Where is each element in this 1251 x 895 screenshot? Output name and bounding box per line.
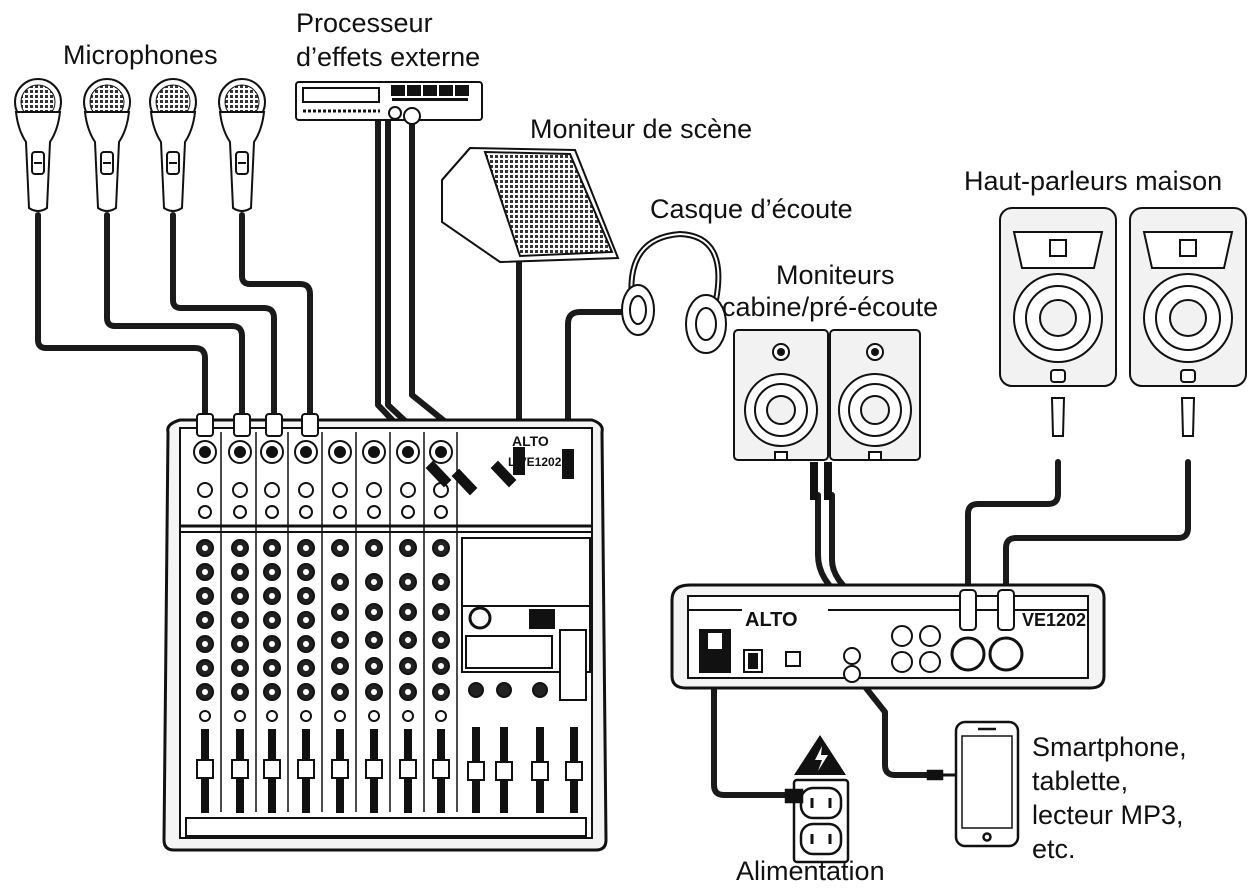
rear-model: VE1202 (1022, 610, 1086, 630)
house-speakers (999, 207, 1247, 437)
rear-logo: ALTO (745, 609, 798, 631)
label-stage-monitor: Moniteur de scène (530, 114, 753, 144)
master-fader-1 (467, 682, 485, 813)
mixer-rear-panel: ALTO VE1202 (670, 583, 1106, 690)
channel-strip-6 (362, 432, 391, 813)
stage-monitor (441, 146, 620, 264)
microphone-2 (83, 78, 131, 212)
mixer-plugs (196, 413, 574, 496)
label-house-speakers: Haut-parleurs maison (964, 166, 1223, 196)
microphone-4 (218, 78, 266, 212)
smartphone (926, 720, 1020, 848)
power-cable (711, 687, 795, 798)
aux-cable (859, 680, 938, 778)
label-processor-1: Processeur (296, 8, 433, 38)
microphones (14, 78, 266, 212)
power-outlet (784, 778, 850, 864)
house-speaker-1 (999, 207, 1117, 437)
effects-processor (295, 81, 483, 125)
label-power: Alimentation (736, 856, 885, 886)
house-cable-2 (1003, 459, 1191, 595)
channel-strip-3 (260, 432, 289, 813)
channel-strip-2 (228, 432, 257, 813)
label-microphones: Microphones (63, 40, 218, 70)
channel-strip-7 (396, 432, 425, 813)
channel-strip-1 (193, 432, 222, 813)
channel-strip-4 (294, 432, 323, 813)
booth-monitor-2 (829, 329, 921, 461)
master-fader-2 (495, 682, 513, 813)
mixer-master-section (461, 537, 591, 701)
mic-cable-2 (104, 212, 245, 421)
mixer-front: ALTO LIVE1202 (162, 418, 608, 852)
label-device-2: tablette, (1032, 766, 1129, 796)
booth-monitors (733, 329, 921, 461)
mixer-logo: ALTO (512, 433, 549, 449)
booth-monitor-1 (733, 329, 829, 461)
channel-strip-8 (429, 432, 458, 813)
headphone-cable (565, 309, 631, 458)
label-device-3: lecteur MP3, (1032, 800, 1184, 830)
label-device-1: Smartphone, (1032, 732, 1187, 762)
house-speaker-2 (1129, 207, 1247, 437)
label-device-4: etc. (1032, 834, 1076, 864)
label-headphones: Casque d’écoute (650, 194, 853, 224)
rear-plugs (706, 462, 1015, 651)
cables (35, 117, 1191, 798)
mic-cable-3 (170, 212, 277, 421)
microphone-3 (149, 78, 197, 212)
channel-strip-5 (328, 432, 357, 813)
label-booth-2: cabine/pré-écoute (722, 292, 939, 322)
label-processor-2: d’effets externe (296, 42, 481, 72)
master-fader-3 (531, 682, 549, 813)
mic-cable-4 (239, 212, 313, 421)
microphone-1 (14, 78, 62, 212)
headphones (621, 230, 727, 354)
mic-cable-1 (35, 212, 208, 421)
warning-icon (794, 735, 846, 775)
label-booth-1: Moniteurs (776, 260, 895, 290)
house-cable-1 (965, 459, 1061, 595)
